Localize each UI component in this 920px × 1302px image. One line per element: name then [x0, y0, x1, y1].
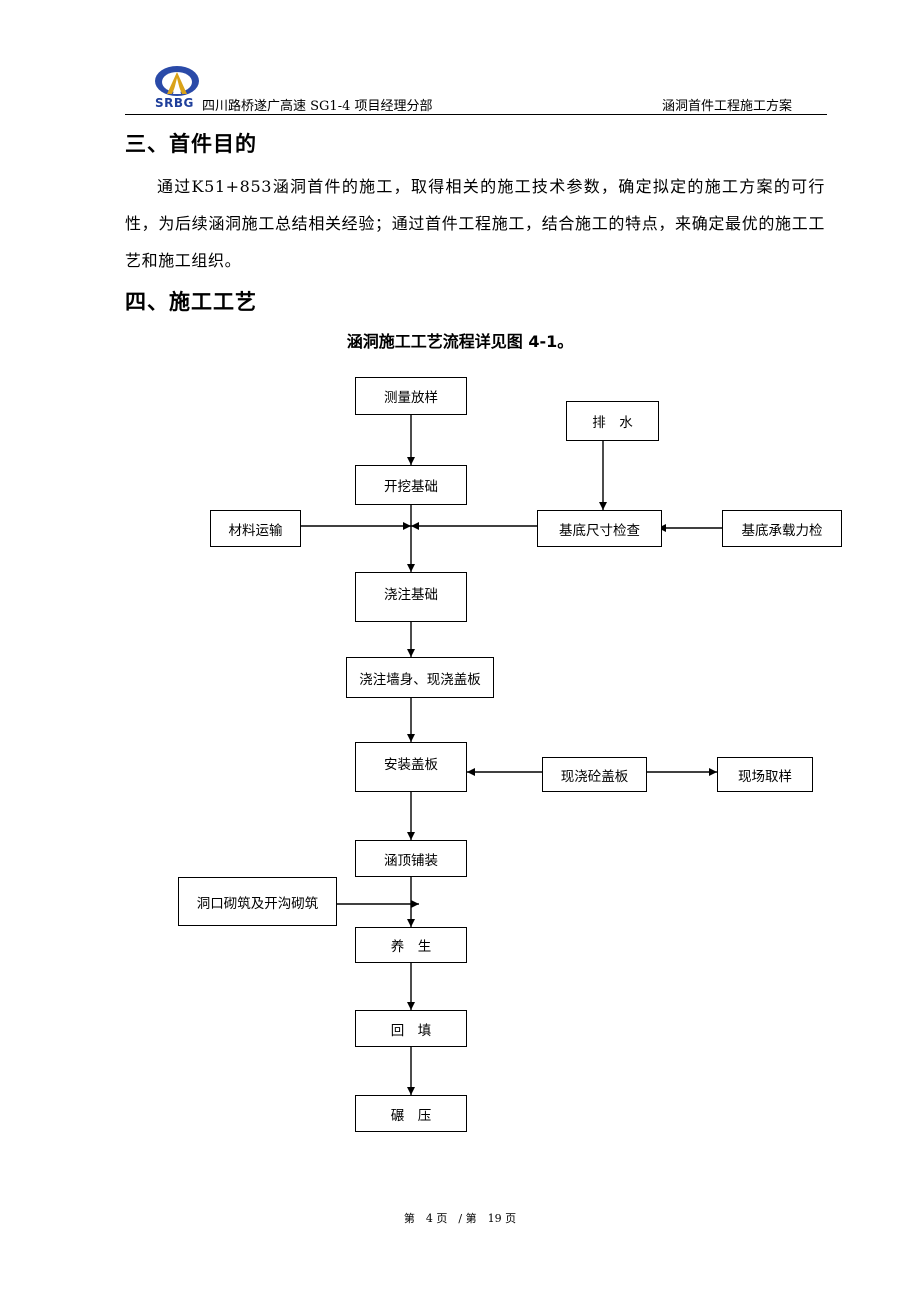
flow-box-backfill: 回 填 — [355, 1010, 467, 1047]
flow-box-bearing: 基底承载力检 — [722, 510, 842, 547]
flow-box-top-paving: 涵顶铺装 — [355, 840, 467, 877]
flow-box-pour-base: 浇注基础 — [355, 572, 467, 622]
flow-box-drainage: 排 水 — [566, 401, 659, 441]
flow-box-base-size: 基底尺寸检查 — [537, 510, 662, 547]
flow-box-compact: 碾 压 — [355, 1095, 467, 1132]
flow-box-cast-slab: 现浇砼盖板 — [542, 757, 647, 792]
flow-box-excavate: 开挖基础 — [355, 465, 467, 505]
company-logo-icon — [155, 66, 199, 96]
flow-box-install-slab: 安装盖板 — [355, 742, 467, 792]
flow-box-material: 材料运输 — [210, 510, 301, 547]
header-project-name: 四川路桥遂广高速 SG1-4 项目经理分部 — [202, 99, 433, 114]
figure-caption: 涵洞施工工艺流程详见图 4-1。 — [346, 332, 574, 351]
section-heading-purpose: 三、首件目的 — [125, 132, 257, 156]
flow-box-sample: 现场取样 — [717, 757, 813, 792]
flow-box-portal: 洞口砌筑及开沟砌筑 — [178, 877, 337, 926]
flow-box-pour-wall: 浇注墙身、现浇盖板 — [346, 657, 494, 698]
page-number: 第 4 页 / 第 19 页 — [403, 1212, 517, 1225]
purpose-paragraph: 通过K51+853涵洞首件的施工，取得相关的施工技术参数，确定拟定的施工方案的可… — [125, 177, 825, 270]
logo-wordmark: SRBG — [155, 96, 194, 110]
header-document-title: 涵洞首件工程施工方案 — [661, 99, 792, 114]
header-divider — [125, 114, 827, 115]
section-heading-process: 四、施工工艺 — [125, 290, 257, 314]
flow-box-survey: 测量放样 — [355, 377, 467, 415]
flow-box-curing: 养 生 — [355, 927, 467, 963]
